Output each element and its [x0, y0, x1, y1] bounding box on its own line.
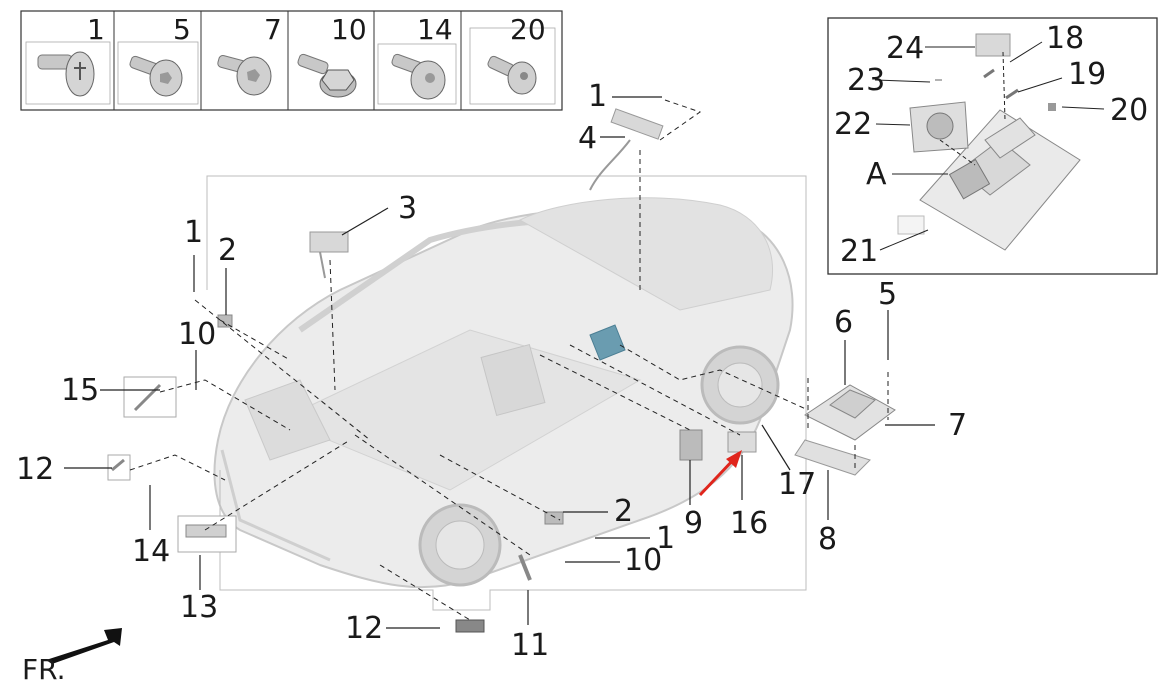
component-8-bracket: [794, 439, 871, 476]
pointer-arrow: [698, 450, 742, 497]
leader-lines: [64, 96, 935, 629]
callout-10: 10: [178, 317, 217, 352]
detail-callout: 19: [1068, 57, 1107, 92]
callout-1: 1: [656, 521, 676, 556]
callout-14: 14: [132, 534, 171, 569]
hardware-number: 5: [173, 13, 191, 46]
component-9-sensor: [679, 429, 703, 461]
component-15-sensor: [123, 376, 177, 418]
callout-17: 17: [778, 467, 817, 502]
front-direction-label: FR.: [22, 653, 66, 686]
hardware-number: 1: [87, 13, 105, 46]
component-2-clips: [217, 314, 564, 525]
callout-8: 8: [818, 522, 838, 557]
flat-head-screw-icon: [37, 51, 95, 97]
component-4-antenna: [589, 108, 664, 191]
vehicle-illustration: [213, 197, 794, 589]
component-6-ecu: [804, 384, 896, 441]
callout-16: 16: [730, 506, 769, 541]
hardware-number: 14: [417, 13, 453, 46]
callout-10: 10: [624, 543, 663, 578]
component-3-module: [309, 231, 349, 279]
detail-callout: 24: [886, 31, 925, 66]
detail-callout: 21: [840, 234, 879, 269]
callout-5: 5: [878, 277, 898, 312]
torx-flat-head-screw-icon: [391, 53, 446, 100]
hex-socket-screw-icon: [129, 55, 183, 97]
callout-12: 12: [16, 452, 55, 487]
component-16-module: [727, 431, 757, 453]
callout-13: 13: [180, 590, 219, 625]
callout-2: 2: [614, 494, 634, 529]
callout-6: 6: [834, 305, 854, 340]
callout-3: 3: [398, 191, 418, 226]
dashed-leader-lines: [129, 99, 889, 621]
detail-callout: 22: [834, 107, 873, 142]
highlighted-control-module: [589, 324, 626, 361]
hex-socket-screw-icon: [217, 54, 272, 96]
component-11-sensor: [518, 554, 532, 581]
detail-callout: 20: [1110, 93, 1149, 128]
hardware-number: 20: [510, 13, 546, 46]
hardware-number: 7: [264, 13, 282, 46]
component-12-bottom: [455, 619, 485, 633]
callout-15: 15: [61, 373, 100, 408]
hardware-kit-box: [20, 10, 563, 111]
callout-1: 1: [184, 215, 204, 250]
callout-1: 1: [588, 79, 608, 114]
detail-callout: 23: [847, 63, 886, 98]
callout-7: 7: [948, 408, 968, 443]
callout-12: 12: [345, 611, 384, 646]
component-13-module: [177, 515, 237, 553]
callout-11: 11: [511, 628, 550, 663]
callout-2: 2: [218, 233, 238, 268]
socket-head-bolt-icon: [487, 55, 537, 95]
hex-flange-bolt-icon: [297, 53, 357, 98]
callout-4: 4: [578, 121, 598, 156]
detail-callout: A: [866, 157, 887, 192]
front-direction-arrow-icon: [46, 628, 122, 664]
hardware-number: 10: [331, 13, 367, 46]
detail-callout: 18: [1046, 21, 1085, 56]
callout-9: 9: [684, 506, 704, 541]
detail-view-box: [827, 17, 1158, 275]
